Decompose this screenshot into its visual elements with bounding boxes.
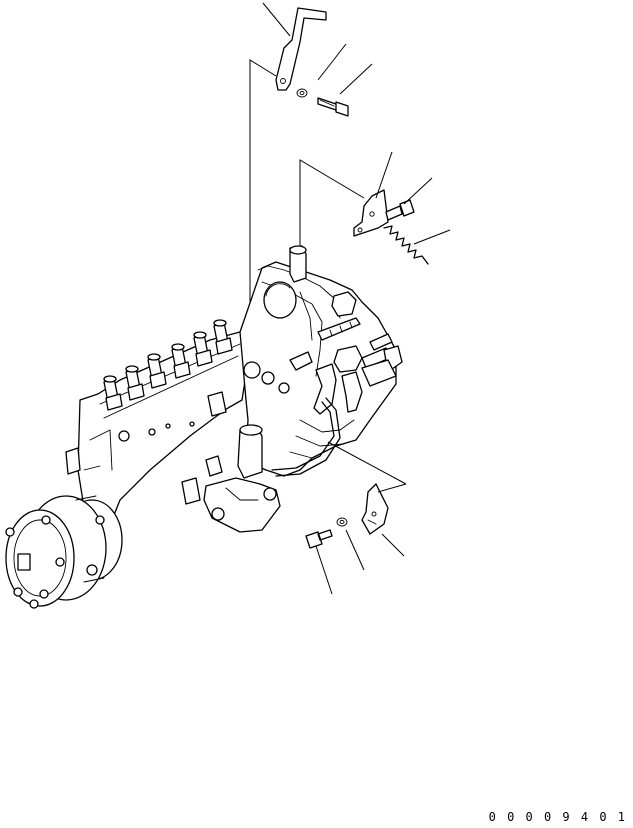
drive-coupling bbox=[5, 495, 123, 609]
lower-bracket bbox=[361, 483, 389, 535]
lower-bolt bbox=[305, 529, 333, 549]
side-plate bbox=[353, 189, 389, 237]
side-plate-group bbox=[299, 151, 451, 350]
side-bolt bbox=[385, 199, 415, 221]
upper-bracket-group bbox=[249, 2, 373, 380]
delivery-valves bbox=[103, 319, 233, 411]
upper-bracket bbox=[275, 7, 327, 91]
lower-bracket-group bbox=[305, 441, 407, 595]
upper-washer bbox=[296, 88, 308, 98]
injection-pump bbox=[5, 245, 403, 609]
lower-washer bbox=[336, 517, 348, 527]
spring bbox=[383, 225, 429, 265]
drawing-number: 0 0 0 0 9 4 0 1 bbox=[488, 810, 627, 824]
